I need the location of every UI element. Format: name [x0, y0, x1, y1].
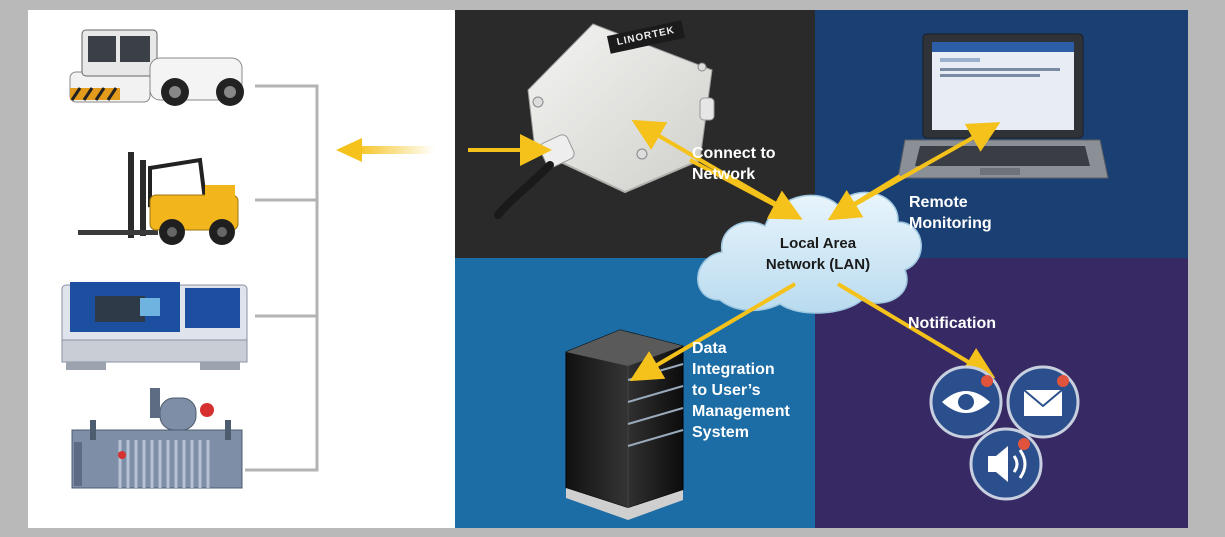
- speaker-icon: [969, 427, 1043, 501]
- data-integration-line: to User’s: [692, 382, 761, 399]
- arrows: [468, 119, 1001, 382]
- data-integration-line: Data: [692, 340, 727, 357]
- connect-label: Connect to Network: [692, 143, 776, 185]
- notification-label: Notification: [908, 315, 996, 332]
- connect-label-line: Connect to: [692, 145, 776, 162]
- arrow-cloud-to-server: [629, 282, 797, 382]
- data-integration-line: System: [692, 424, 749, 441]
- tug-vehicle-icon: [69, 29, 244, 106]
- data-integration-label: Data Integration to User’s Management Sy…: [692, 338, 790, 443]
- lan-label-line: Network (LAN): [765, 256, 871, 273]
- remote-monitoring-label: Remote Monitoring: [909, 192, 992, 234]
- laptop-icon: [897, 33, 1109, 179]
- eye-icon: [929, 365, 1003, 439]
- remote-label-line: Monitoring: [909, 215, 992, 232]
- remote-label-line: Remote: [909, 194, 968, 211]
- arrow-laptop-to-cloud: [827, 174, 902, 221]
- lan-label-line: Local Area: [779, 235, 857, 252]
- lan-label: Local Area Network (LAN): [733, 233, 903, 275]
- connect-label-line: Network: [692, 166, 756, 183]
- arrow-cloud-to-notification: [836, 282, 996, 379]
- transformer-icon: [71, 388, 243, 489]
- arrow-device-to-cloud: [689, 158, 803, 220]
- mail-icon: [1006, 365, 1080, 439]
- data-integration-line: Management: [692, 403, 790, 420]
- arrow-to-equipment: [336, 138, 435, 162]
- cnc-machine-icon: [61, 282, 248, 370]
- equipment-bracket: [245, 84, 319, 472]
- linortek-device-icon: [494, 23, 715, 219]
- lan-cloud: [697, 191, 922, 314]
- data-integration-line: Integration: [692, 361, 775, 378]
- forklift-icon: [78, 152, 239, 245]
